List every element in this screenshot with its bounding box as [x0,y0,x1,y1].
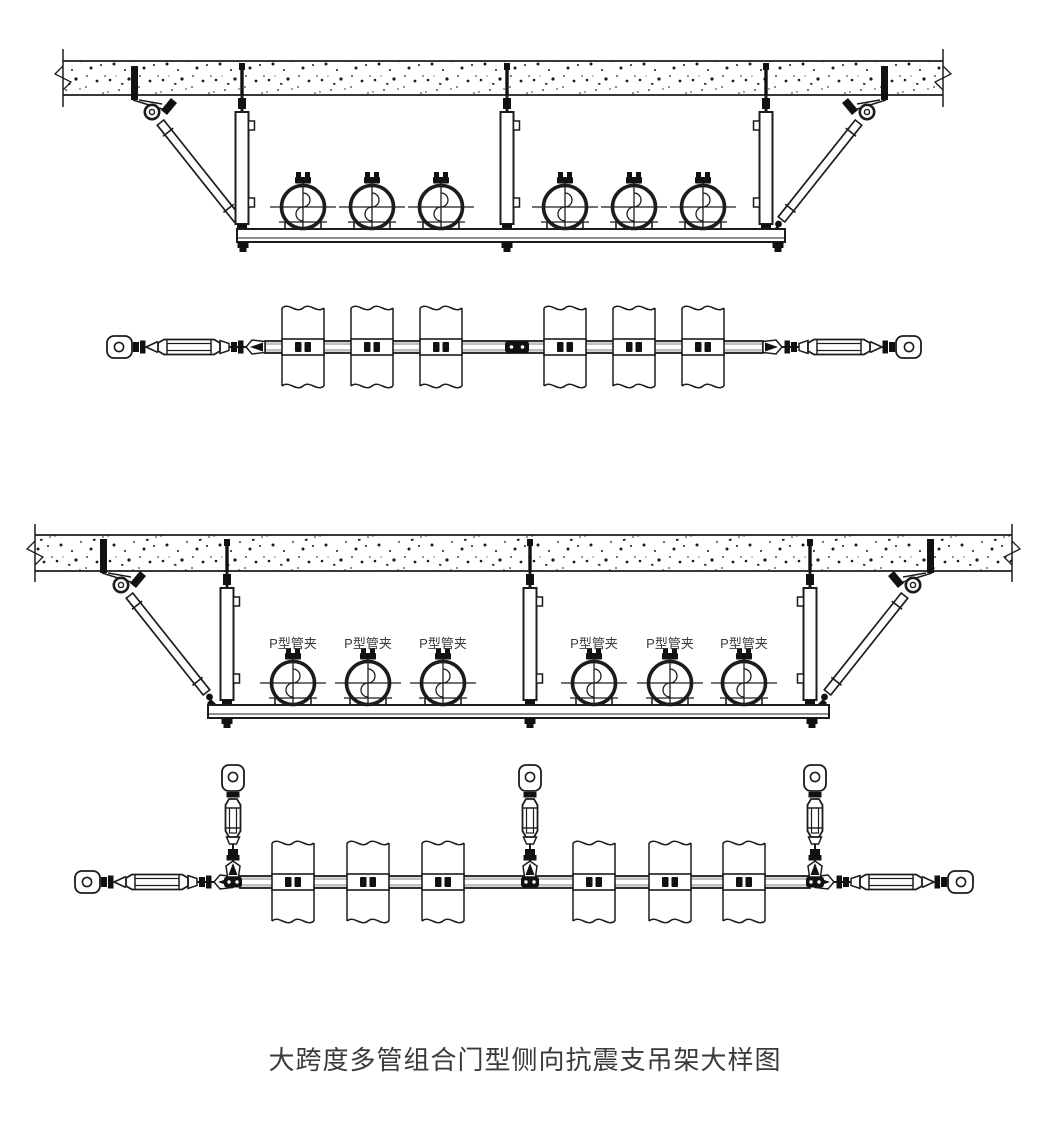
clamp-plate [681,338,725,356]
pipe-clamp [406,170,476,231]
pipe-clamp-label: P型管夹 [570,636,618,651]
pipe-clamp [559,646,629,707]
clamp-plate [281,338,325,356]
clamp-plate [419,338,463,356]
concrete-slab [35,535,1012,571]
clamp-plate [350,338,394,356]
clamp-plate [648,873,692,891]
bottom-plan-view [74,764,974,924]
channel-bolt [772,241,784,253]
bottom-elevation-view: P型管夹 P型管夹 P型管夹 P型管夹 P型管夹 P型管夹 [26,523,1021,729]
pipe-clamp-label: P型管夹 [344,636,392,651]
pipe-clamp [668,170,738,231]
channel-bar [236,228,786,243]
clamp-plate [271,873,315,891]
channel-bolt [501,241,513,253]
clamp-plate [572,873,616,891]
brace-end-fitting-right [762,335,922,359]
pipe-clamp [709,646,779,707]
pipe-clamp-label: P型管夹 [646,636,694,651]
pipe-clamp-label: P型管夹 [720,636,768,651]
pipe-clamp [530,170,600,231]
pipe-clamp-label: P型管夹 [419,636,467,651]
clamp-plate [346,873,390,891]
top-plan-view [106,305,922,389]
longitudinal-brace-left [221,764,245,889]
pipe-clamp [268,170,338,231]
longitudinal-brace-middle [518,764,542,889]
pipe-clamp [333,646,403,707]
top-elevation-view [54,48,952,253]
brace-end-fitting-left [106,335,266,359]
brace-end-fitting-left [74,870,234,894]
clamp-plate [421,873,465,891]
drawing-title: 大跨度多管组合门型侧向抗震支吊架大样图 [268,1046,781,1075]
channel-splice-junction [504,340,530,354]
channel-bolt [806,717,818,729]
pipe-clamp [635,646,705,707]
pipe-clamp [337,170,407,231]
brace-end-fitting-right [814,870,974,894]
pipe-clamp-label: P型管夹 [269,636,317,651]
channel-bolt [237,241,249,253]
pipe-clamp [599,170,669,231]
pipe-clamp [408,646,478,707]
channel-bar [207,704,830,719]
clamp-plate [612,338,656,356]
clamp-plate [543,338,587,356]
concrete-slab [63,61,943,95]
channel-bolt [524,717,536,729]
clamp-plate [722,873,766,891]
pipe-clamp [258,646,328,707]
longitudinal-brace-right [803,764,827,889]
channel-bolt [221,717,233,729]
